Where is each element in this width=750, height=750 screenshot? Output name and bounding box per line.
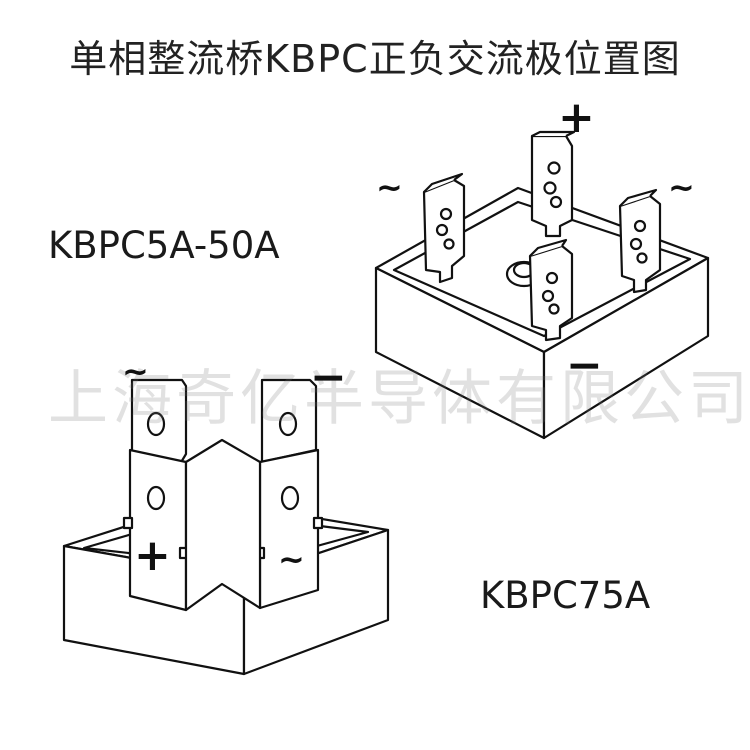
model-label-upper: KBPC5A-50A <box>48 224 280 267</box>
lower-minus-symbol: − <box>310 352 347 403</box>
upper-minus-symbol: − <box>566 340 603 391</box>
upper-ac-right-symbol: ~ <box>668 168 695 206</box>
upper-terminal-ac-right <box>618 188 662 294</box>
lower-terminal-center-wall <box>184 438 262 612</box>
upper-terminal-plus <box>530 130 576 238</box>
lower-ac-right-symbol: ~ <box>278 540 305 578</box>
company-watermark: 上海奇亿半导体有限公司 <box>48 364 750 434</box>
page-title: 单相整流桥KBPC正负交流极位置图 <box>69 37 681 81</box>
upper-plus-symbol: + <box>558 92 595 143</box>
lower-terminal-ac-right <box>254 448 324 610</box>
model-label-lower: KBPC75A <box>480 574 651 617</box>
lower-terminal-minus <box>260 378 318 464</box>
upper-ac-left-symbol: ~ <box>376 168 403 206</box>
upper-terminal-minus <box>528 238 574 342</box>
upper-terminal-ac-left <box>422 172 466 284</box>
lower-plus-symbol: + <box>134 530 171 581</box>
lower-ac-top-symbol: ~ <box>122 352 149 390</box>
